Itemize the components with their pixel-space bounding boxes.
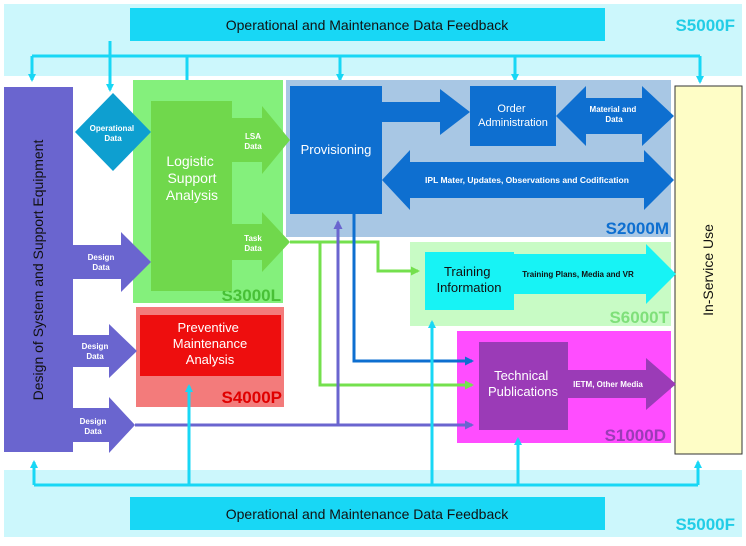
spec-label-s1000d: S1000D <box>605 426 666 445</box>
task-data-connectors <box>290 240 474 390</box>
training-plans-label: Training Plans, Media and VR <box>522 270 634 279</box>
training-label: Training Information <box>436 264 501 295</box>
lsa-title-text-line: Support <box>167 170 216 186</box>
spec-label-s5000f-top: S5000F <box>675 16 735 35</box>
feedback-label-bottom: Operational and Maintenance Data Feedbac… <box>226 506 510 522</box>
ipl-arrow <box>382 150 674 210</box>
design-data-label-3-word: Design <box>80 417 107 426</box>
material-data-label: Material and Data <box>590 105 639 124</box>
design-system-column <box>4 87 73 452</box>
task-data-arrow <box>232 212 290 272</box>
order-admin-text-line: Administration <box>478 117 548 129</box>
feedback-bar-bottom <box>130 497 605 530</box>
operational-data-label: Operational Data <box>90 124 137 143</box>
design-data-label-1-word: Data <box>92 263 110 272</box>
preventive-maintenance-text-line: Maintenance <box>173 336 247 351</box>
spec-label-s4000p: S4000P <box>222 388 283 407</box>
order-admin-box <box>470 86 556 146</box>
provisioning-to-order-arrow <box>382 89 470 135</box>
lsa-title-text-line: Analysis <box>166 187 218 203</box>
design-data-connectors <box>135 220 474 430</box>
design-data-label-1-word: Design <box>88 253 115 262</box>
ipl-label: IPL Mater, Updates, Observations and Cod… <box>425 175 629 185</box>
training-text: Training <box>444 264 490 279</box>
training-box <box>425 252 514 310</box>
design-data-arrow-1 <box>73 232 151 292</box>
ietm-label: IETM, Other Media <box>573 380 643 389</box>
spec-label-s2000m: S2000M <box>606 219 669 238</box>
techpub-text: Technical <box>494 368 548 383</box>
feedback-lines-top <box>28 41 704 99</box>
preventive-maintenance-text: Preventive <box>177 320 238 335</box>
preventive-maintenance-text-line: Analysis <box>186 352 235 367</box>
design-data-arrow-3 <box>73 397 135 453</box>
ietm-arrow <box>568 358 676 410</box>
techpub-text-line: Publications <box>488 384 559 399</box>
feedback-lines-bottom <box>30 320 702 487</box>
techpub-box <box>479 342 568 430</box>
lsa-data-label-word: Data <box>244 142 262 151</box>
training-plans-arrow <box>514 244 676 304</box>
provisioning-box <box>290 86 382 214</box>
material-data-arrow <box>556 86 674 146</box>
spec-label-s6000t: S6000T <box>609 308 669 327</box>
spec-label-s5000f-bottom: S5000F <box>675 515 735 534</box>
material-data-text: Material and <box>590 105 637 114</box>
lsa-title-text: Logistic <box>166 153 213 169</box>
design-data-label-2-word: Data <box>86 352 104 361</box>
design-data-arrow-2 <box>73 324 137 378</box>
lsa-box <box>151 101 232 291</box>
techpub-label: Technical Publications <box>488 368 559 399</box>
preventive-maintenance-box <box>140 315 281 376</box>
operational-data-text: Operational <box>90 124 134 133</box>
order-admin-label: Order Administration <box>478 103 548 129</box>
inservice-label: In-Service Use <box>700 224 716 316</box>
task-data-label-word: Data <box>244 244 262 253</box>
operational-data-text-line: Data <box>104 134 122 143</box>
design-system-title: Design of System and Support Equipment <box>30 140 46 401</box>
training-text-line: Information <box>436 280 501 295</box>
design-data-label-3-word: Data <box>84 427 102 436</box>
order-admin-text: Order <box>497 103 525 115</box>
design-data-label-2-word: Design <box>82 342 109 351</box>
provisioning-label: Provisioning <box>301 142 372 157</box>
material-data-text-line: Data <box>605 115 623 124</box>
feedback-bar-top <box>130 8 605 41</box>
spec-label-s3000l: S3000L <box>221 286 281 305</box>
lsa-data-arrow <box>232 106 290 174</box>
inservice-box <box>674 85 743 455</box>
feedback-label-top: Operational and Maintenance Data Feedbac… <box>226 17 510 33</box>
task-data-label-word: Task <box>244 234 262 243</box>
lsa-data-label-word: LSA <box>245 132 261 141</box>
operational-data-diamond <box>75 93 151 171</box>
